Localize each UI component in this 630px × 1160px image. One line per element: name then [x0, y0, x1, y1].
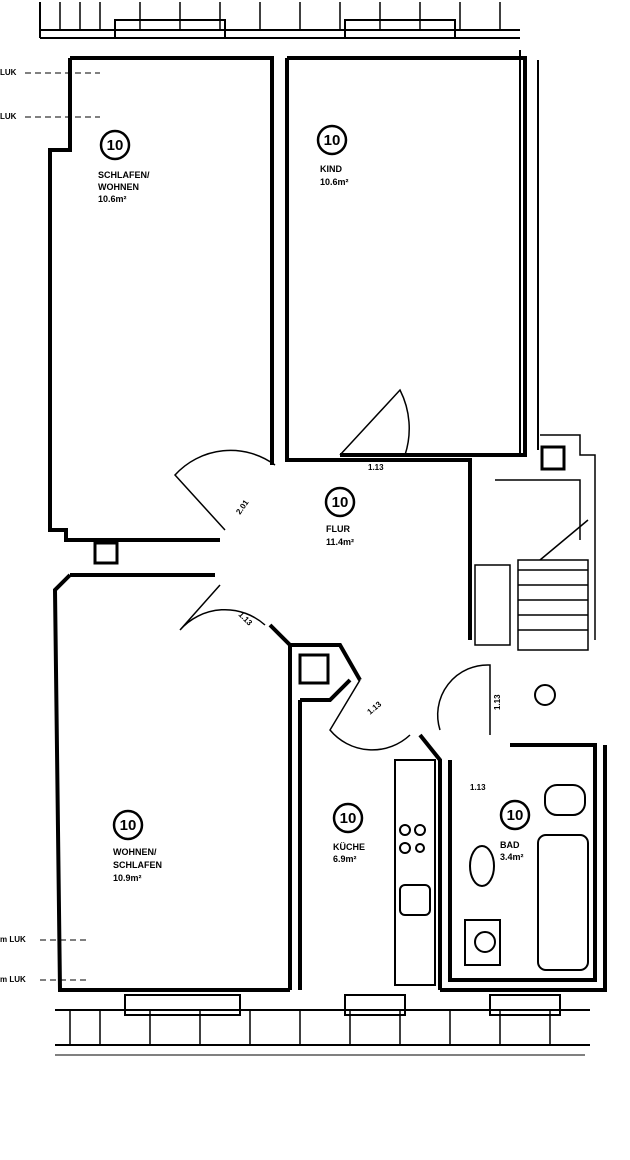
door-dimension: 1.13: [366, 699, 384, 716]
room-name: KIND: [320, 164, 342, 174]
room-area: 3.4m²: [500, 852, 524, 862]
kitchen-counter: [394, 759, 436, 986]
margin-mark: m LUK: [0, 935, 26, 944]
margin-mark: LUK: [0, 112, 17, 121]
room-area: 11.4m²: [326, 537, 354, 547]
room-area: 10.6m²: [320, 177, 349, 187]
door-swings: [173, 388, 491, 751]
room-number: 10: [332, 494, 349, 511]
door-dimension: 1.13: [470, 783, 486, 792]
room-number-circles: [99, 124, 531, 841]
room-number: 10: [120, 817, 137, 834]
margin-mark: m LUK: [0, 975, 26, 984]
door-dimension: 1.13: [237, 610, 255, 628]
margin-mark: LUK: [0, 68, 17, 77]
room-name: BAD: [500, 840, 520, 850]
room-name: KÜCHE: [333, 842, 365, 852]
room-name: SCHLAFEN/: [98, 170, 150, 180]
staircase: [474, 434, 596, 651]
room-name: WOHNEN: [98, 182, 139, 192]
room-area: 6.9m²: [333, 854, 357, 864]
top-facade: [39, 2, 520, 39]
room-area: 10.9m²: [113, 873, 142, 883]
walls: [48, 50, 607, 992]
bathroom-fixtures: [464, 784, 589, 971]
meter-symbol: [534, 684, 556, 706]
chimney-left: [93, 541, 119, 565]
door-dimension: 2.01: [234, 498, 251, 516]
door-dimension: 1.13: [368, 463, 384, 472]
room-number: 10: [324, 132, 341, 149]
room-name: WOHNEN/: [113, 847, 157, 857]
room-name: FLUR: [326, 524, 350, 534]
room-area: 10.6m²: [98, 194, 127, 204]
room-number: 10: [107, 137, 124, 154]
bottom-facade: [55, 994, 590, 1056]
door-dimension: 1.13: [493, 694, 502, 710]
margin-leaders: [25, 72, 100, 981]
room-name: SCHLAFEN: [113, 860, 162, 870]
chimney-center: [298, 653, 330, 685]
room-number: 10: [340, 810, 357, 827]
room-number: 10: [507, 807, 524, 824]
